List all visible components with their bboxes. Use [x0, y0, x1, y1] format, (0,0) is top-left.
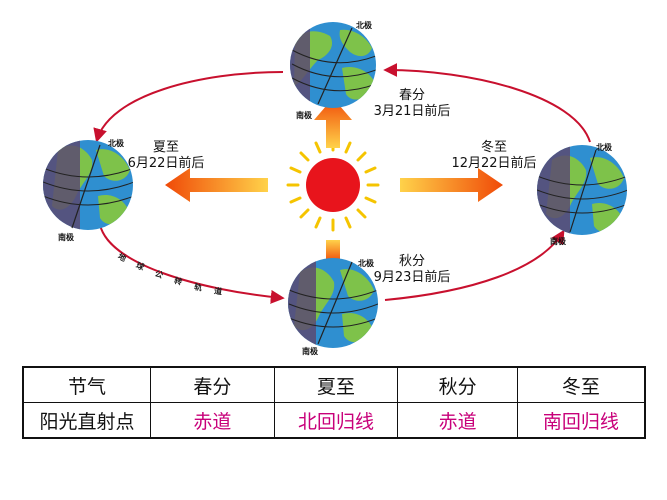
table-row-terms: 节气 春分 夏至 秋分 冬至: [22, 366, 646, 403]
row-header-direct-point: 阳光直射点: [22, 402, 152, 439]
summer-label: 夏至 6月22日前后: [122, 140, 210, 172]
arrow-to-winter: [400, 168, 503, 202]
winter-label: 冬至 12月22日前后: [446, 140, 542, 172]
table-cell-term: 秋分: [397, 366, 518, 403]
summer-date: 6月22日前后: [127, 156, 205, 171]
earth-revolution-diagram: [43, 22, 627, 348]
table-cell-term: 冬至: [516, 366, 646, 403]
arrow-to-summer: [165, 168, 268, 202]
orbit-arc-autumn-winter: [384, 229, 565, 301]
table-cell-point: 南回归线: [516, 402, 646, 439]
sunlight-arrows: [165, 98, 503, 262]
spring-date: 3月21日前后: [373, 104, 451, 119]
orbit-arc-winter-spring: [383, 63, 591, 143]
arrow-to-autumn: [326, 240, 340, 262]
autumn-date: 9月23日前后: [373, 270, 451, 285]
spring-north-pole-label: 北极: [356, 21, 372, 30]
autumn-term: 秋分: [398, 254, 425, 269]
winter-north-pole-label: 北极: [596, 143, 612, 152]
table-cell-point: 北回归线: [273, 402, 399, 439]
earth-spring-icon: [290, 22, 376, 108]
earth-autumn-icon: [288, 258, 378, 348]
summer-north-pole-label: 北极: [108, 139, 124, 148]
spring-label: 春分 3月21日前后: [372, 88, 452, 120]
summer-term: 夏至: [152, 140, 179, 155]
autumn-south-pole-label: 南极: [302, 347, 318, 356]
spring-term: 春分: [398, 88, 425, 103]
winter-date: 12月22日前后: [451, 156, 537, 171]
solar-terms-table: 节气 春分 夏至 秋分 冬至 阳光直射点 赤道 北回归线 赤道 南回归线: [22, 366, 646, 439]
table-cell-term: 夏至: [273, 366, 399, 403]
orbit-arc-spring-summer: [93, 71, 284, 143]
winter-term: 冬至: [480, 140, 507, 155]
arrow-to-spring: [314, 98, 352, 148]
row-header-term: 节气: [22, 366, 152, 403]
earth-winter-icon: [537, 145, 627, 235]
summer-south-pole-label: 南极: [58, 233, 74, 242]
table-cell-term: 春分: [150, 366, 275, 403]
autumn-label: 秋分 9月23日前后: [368, 254, 456, 286]
orbit: [93, 63, 591, 304]
sun-icon: [286, 138, 380, 232]
table-row-direct-point: 阳光直射点 赤道 北回归线 赤道 南回归线: [22, 402, 646, 439]
spring-south-pole-label: 南极: [296, 111, 312, 120]
table-cell-point: 赤道: [150, 402, 275, 439]
orbit-arc-summer-autumn: [99, 224, 285, 304]
winter-south-pole-label: 南极: [550, 237, 566, 246]
table-cell-point: 赤道: [397, 402, 518, 439]
autumn-north-pole-label: 北极: [358, 259, 374, 268]
orbit-label-char: 道: [213, 286, 223, 297]
